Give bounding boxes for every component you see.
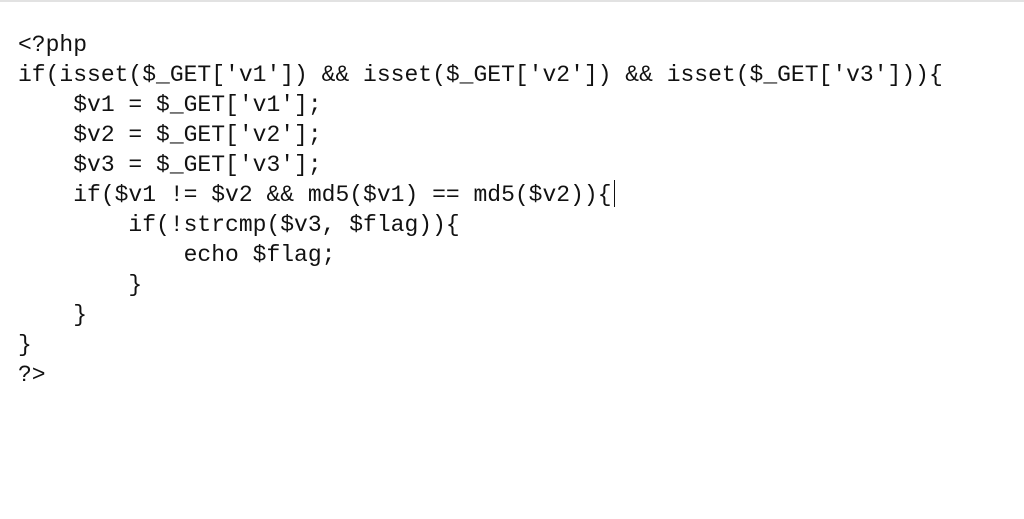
code-line: $v2 = $_GET['v2']; [18, 122, 322, 148]
code-line: if(!strcmp($v3, $flag)){ [18, 212, 460, 238]
code-line: echo $flag; [18, 242, 336, 268]
code-line: $v3 = $_GET['v3']; [18, 152, 322, 178]
code-line: $v1 = $_GET['v1']; [18, 92, 322, 118]
code-line: } [18, 272, 143, 298]
code-line: <?php [18, 32, 88, 58]
code-line: } [18, 332, 32, 358]
code-line: if(isset($_GET['v1']) && isset($_GET['v2… [18, 62, 943, 88]
top-divider [0, 0, 1024, 2]
code-line-with-cursor: if($v1 != $v2 && md5($v1) == md5($v2)){ [18, 180, 943, 210]
code-editor[interactable]: <?php if(isset($_GET['v1']) && isset($_G… [18, 30, 943, 390]
code-line: } [18, 302, 88, 328]
code-line: ?> [18, 362, 46, 388]
code-line-text: if($v1 != $v2 && md5($v1) == md5($v2)){ [18, 182, 612, 208]
text-cursor [613, 180, 615, 207]
